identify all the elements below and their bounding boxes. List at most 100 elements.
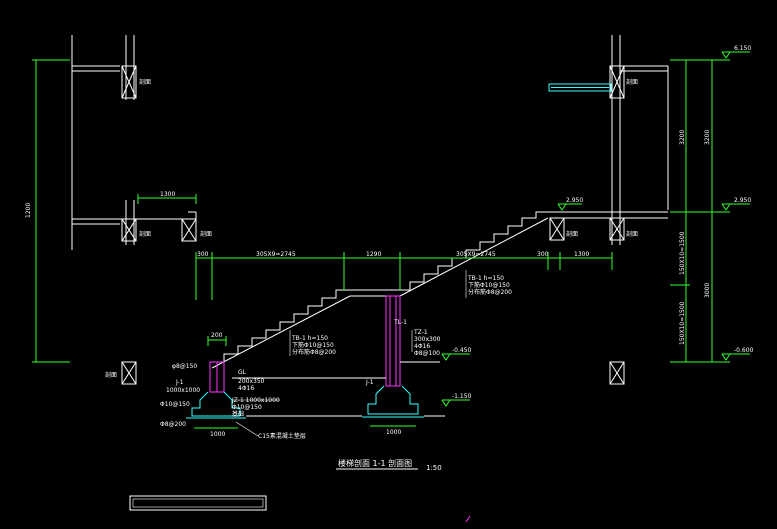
dim-text-top-span: 300 (197, 251, 209, 258)
elev-text-foundation: -1.150 (452, 393, 472, 400)
tb2-line2: 下筋Φ10@150 (468, 281, 510, 289)
tb1-line3: 分布筋Φ8@200 (292, 348, 336, 356)
dim-text-landing: 1300 (160, 191, 175, 198)
right-building-section (548, 35, 669, 385)
right-foundation (367, 385, 419, 415)
left-wall-box-4 (121, 361, 137, 385)
tb1-line2: 下筋Φ10@150 (292, 341, 334, 349)
label-wall-c: 剖面 (105, 371, 117, 379)
left-wall-box-1 (121, 65, 137, 99)
hatch (121, 65, 137, 99)
dim-text-right-gap: 300 (537, 251, 549, 258)
hatch (121, 361, 137, 385)
right-wall-box-3 (609, 217, 625, 241)
right-wall-box-2 (549, 217, 565, 241)
dim-text-right-total: 3000 (704, 283, 711, 298)
dim-text-left-height: 1200 (25, 203, 32, 218)
dim-text-foot-right: 1000 (386, 429, 401, 436)
label-wall-f: 剖面 (566, 230, 578, 238)
dim-text-col-top: 200 (211, 332, 223, 339)
left-note-4: Φ8@200 (160, 421, 186, 428)
tb2-title: TB-1 h=150 (467, 275, 504, 282)
hatch (609, 361, 625, 385)
tz1-b: 300x300 (414, 336, 441, 343)
gl-a: 200x350 (238, 378, 265, 385)
elev-text-ground: -0.450 (452, 347, 472, 354)
tl1-label: TL-1 (393, 319, 407, 326)
j2-label: J-1 (365, 379, 374, 386)
left-foundation (191, 391, 241, 417)
hatch (609, 217, 625, 241)
dim-text-right-low: 150X10=1500 (679, 301, 686, 345)
dimension-lines (32, 59, 730, 429)
right-canopy (548, 83, 612, 92)
lower-flight-steps (212, 289, 390, 363)
j1-c: C15素混凝土垫层 (258, 432, 306, 440)
hatch (121, 218, 137, 242)
dim-text-flight-left: 305X9=2745 (256, 251, 296, 258)
label-wall-e: 剖面 (626, 78, 638, 86)
columns (209, 295, 401, 393)
elev-marker-foundation (441, 399, 451, 407)
drawing-scale: 1:50 (426, 464, 442, 472)
ground-lines (232, 361, 445, 417)
mid-column (385, 295, 401, 387)
elev-text-top: 6.150 (734, 45, 751, 52)
j1-a: JZ-1 1000x1000 (231, 397, 280, 404)
hatch (549, 217, 565, 241)
dim-text-right-upper-1: 3200 (679, 130, 686, 145)
stair-flights (211, 211, 549, 369)
right-wall-box-1 (609, 65, 625, 99)
hatch (181, 218, 197, 242)
label-wall-g: 剖面 (626, 230, 638, 238)
dim-text-mid-span: 1290 (366, 251, 381, 258)
gl-left: GL (238, 369, 247, 376)
j1-b: Φ10@150 (232, 404, 262, 411)
canopy-outer (548, 83, 612, 92)
upper-flight-steps (400, 211, 548, 291)
tb1-title: TB-1 h=150 (291, 335, 328, 342)
label-wall-b: 剖面 (139, 230, 151, 238)
elev-marker-low (721, 353, 731, 361)
gl-b: 4Φ16 (238, 385, 254, 392)
elev-marker-ground (441, 353, 451, 361)
leader-lines (232, 270, 467, 437)
j1-d: 基础 (232, 410, 244, 418)
tz1-c: 4Φ16 (414, 343, 430, 350)
left-note-3: Φ10@150 (160, 401, 190, 408)
bottom-frame-box (129, 495, 267, 511)
foundations (186, 385, 424, 419)
label-wall-d: 剖面 (200, 230, 212, 238)
elevation-markers (441, 51, 750, 407)
elev-text-upper-right: 2.950 (566, 197, 583, 204)
left-wall-box-2 (121, 218, 137, 242)
tb2-line3: 分布筋Φ8@200 (468, 288, 512, 296)
left-building-section (71, 35, 197, 385)
dim-text-flight-right: 305X9=2745 (456, 251, 496, 258)
leader (235, 421, 259, 437)
elev-marker-mid (721, 203, 731, 211)
right-wall-box-4 (609, 361, 625, 385)
bottom-mark (465, 515, 471, 523)
dim-text-right-mid: 150X10=1500 (679, 231, 686, 275)
hatch (609, 65, 625, 99)
drawing-title: 楼梯剖面 1-1 剖面图 (338, 458, 412, 468)
dim-text-foot-left: 1000 (210, 431, 225, 438)
upper-flight-soffit (399, 217, 549, 297)
left-note-2: 1000x1000 (166, 387, 200, 394)
dim-text-right-upper-2: 3200 (704, 130, 711, 145)
elev-text-upper: 2.950 (734, 197, 751, 204)
dim-text-right-span: 1300 (574, 251, 589, 258)
tz1-d: Φ8@100 (414, 350, 440, 357)
left-note-1: φ8@150 (172, 363, 197, 370)
lower-flight-soffit (211, 295, 351, 369)
elev-marker-top (721, 51, 731, 59)
tz1-a: TZ-1 (413, 329, 428, 336)
left-wall-box-3 (181, 218, 197, 242)
bottom-frame-inner (132, 498, 264, 508)
elev-marker-landing (557, 203, 567, 211)
j1-label: J-1 (175, 379, 184, 386)
text-labels: 300 305X9=2745 1290 305X9=2745 300 1300 … (25, 45, 754, 472)
